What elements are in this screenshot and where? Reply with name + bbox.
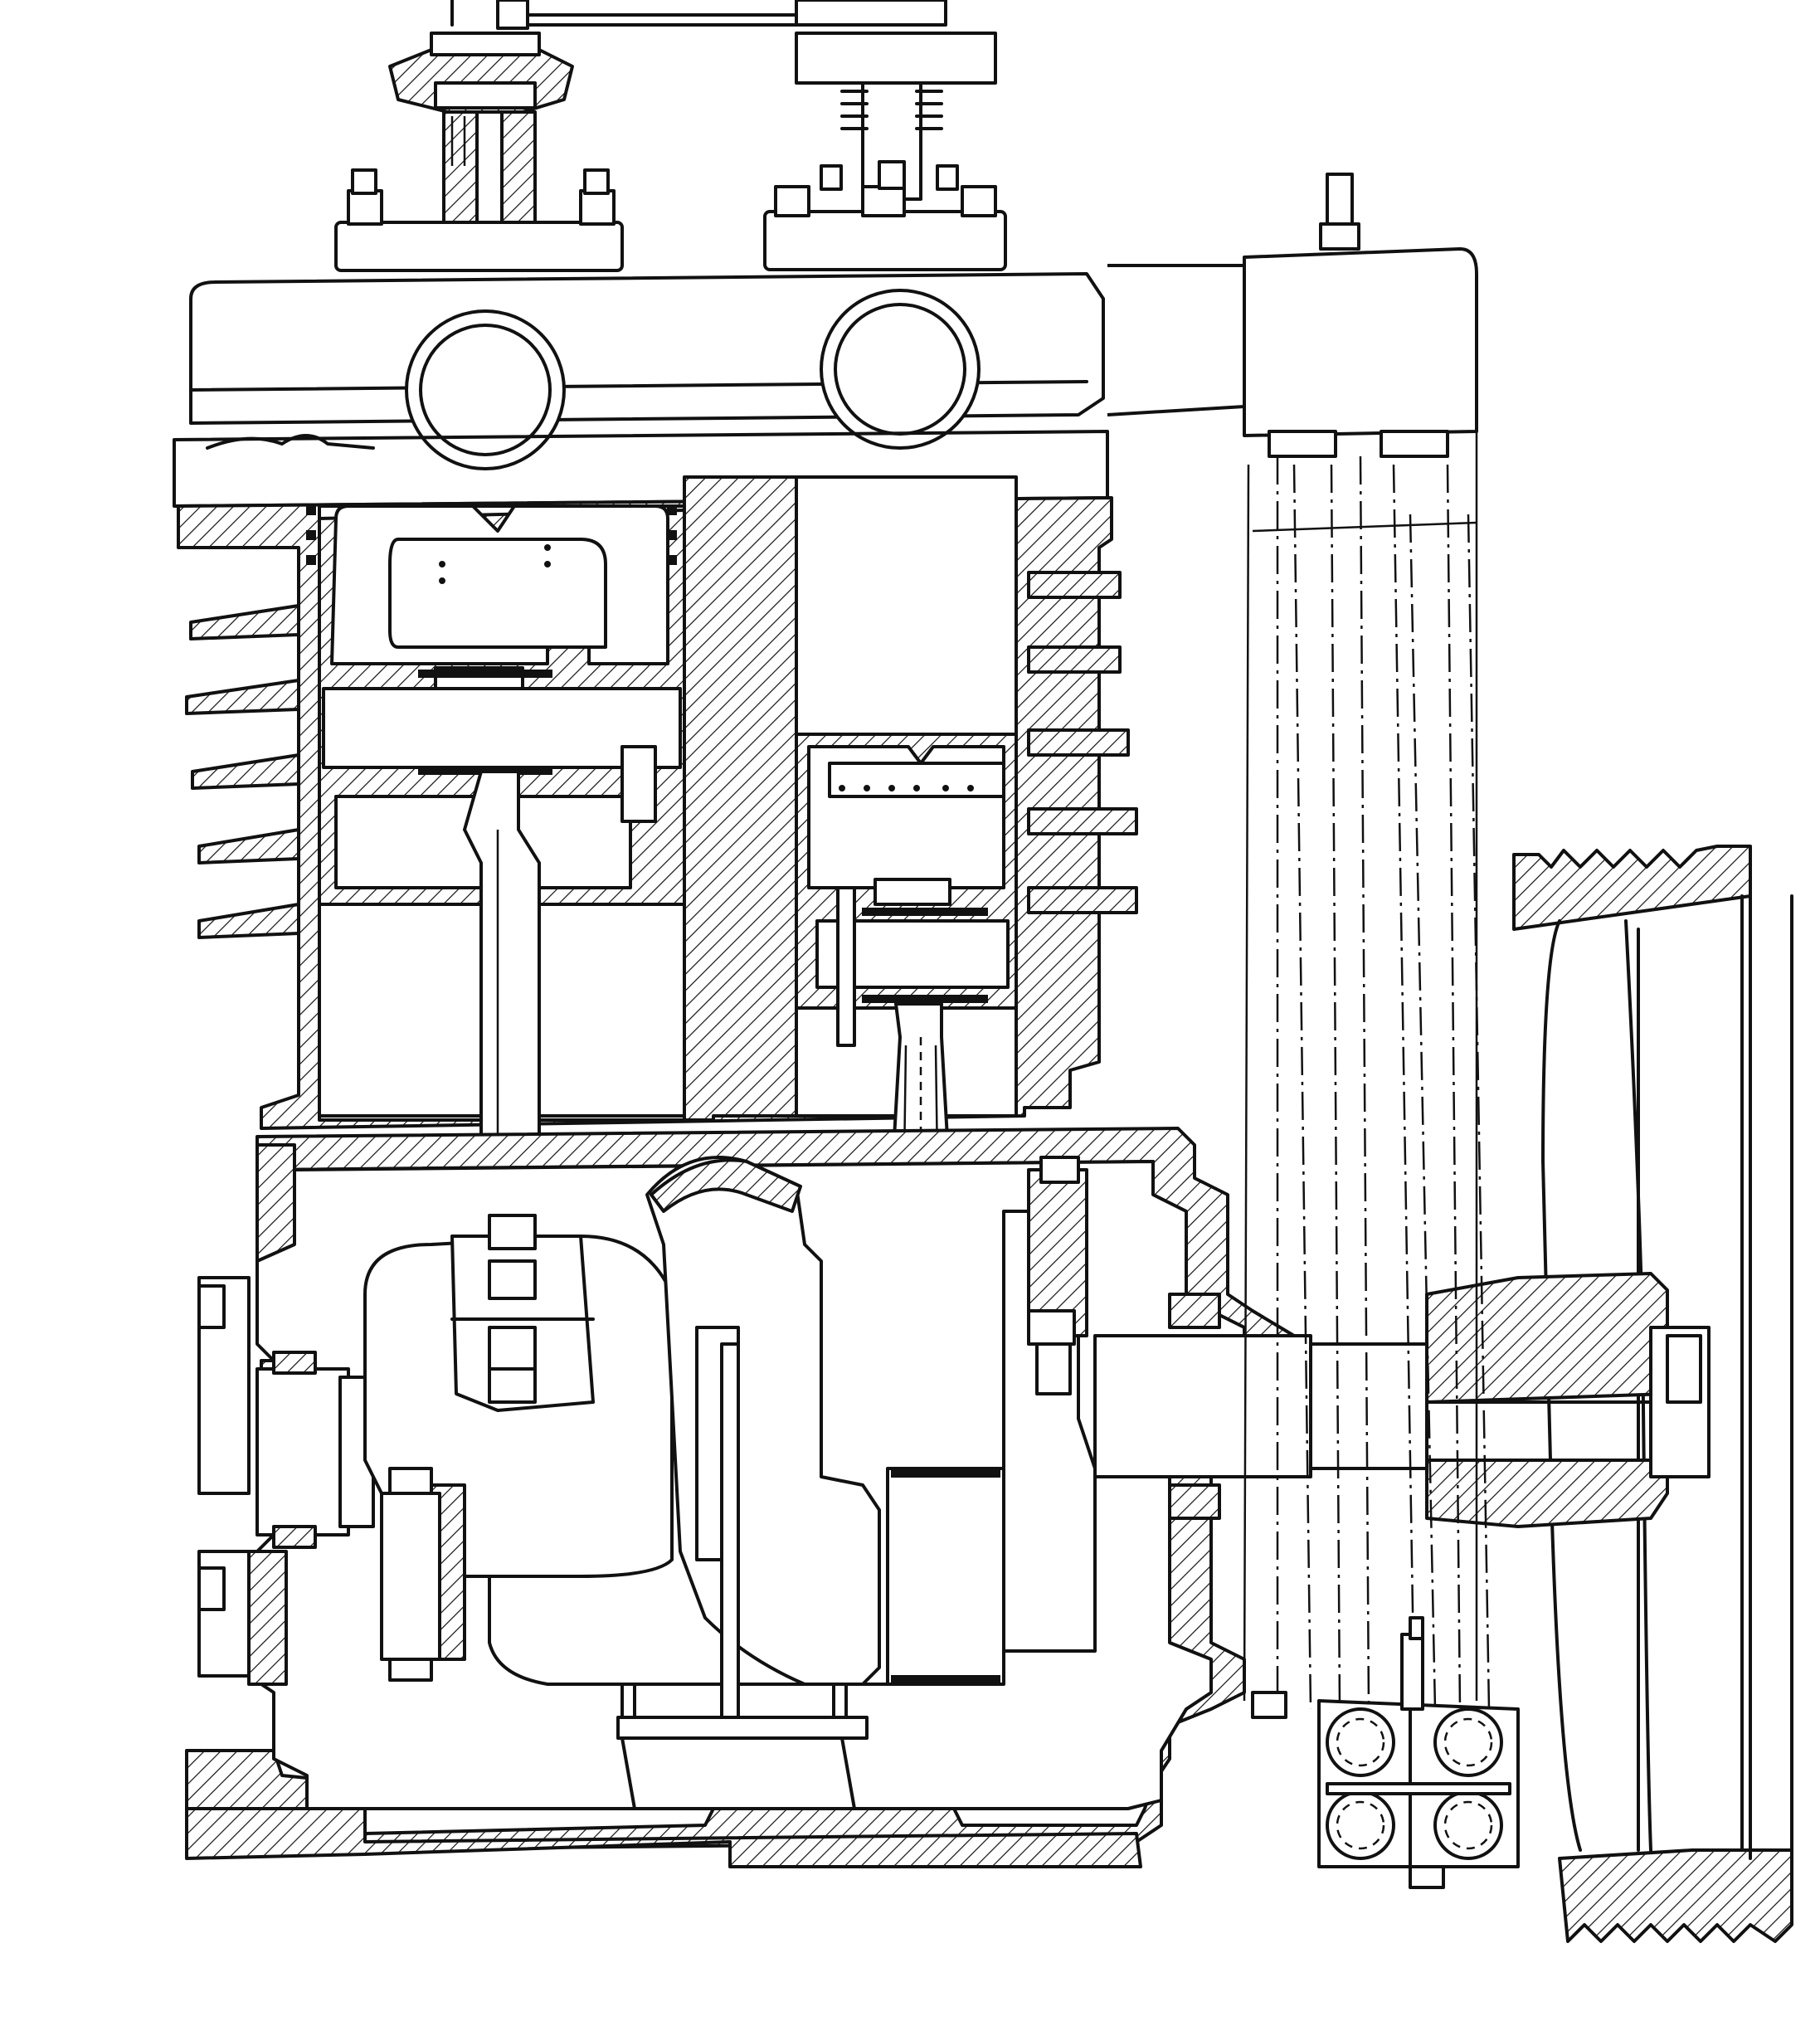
- pulley-flywheel: [1425, 845, 1793, 1943]
- base-flange: [185, 1807, 1142, 1868]
- discharge-manifold: [1107, 173, 1478, 458]
- cylinder-head: [173, 272, 1109, 508]
- oil-dipper: [616, 1683, 869, 1810]
- piston-ring-marks: [306, 505, 677, 584]
- left-main-bearing: [255, 1351, 375, 1549]
- belt-tensioner: [1251, 1616, 1520, 1889]
- right-piston: [795, 733, 1018, 1047]
- tie-rods: [1243, 431, 1491, 1710]
- valve-cover-plates: [334, 160, 1007, 272]
- crankshaft: [363, 1156, 1428, 1736]
- left-unloader-valve: [388, 32, 574, 230]
